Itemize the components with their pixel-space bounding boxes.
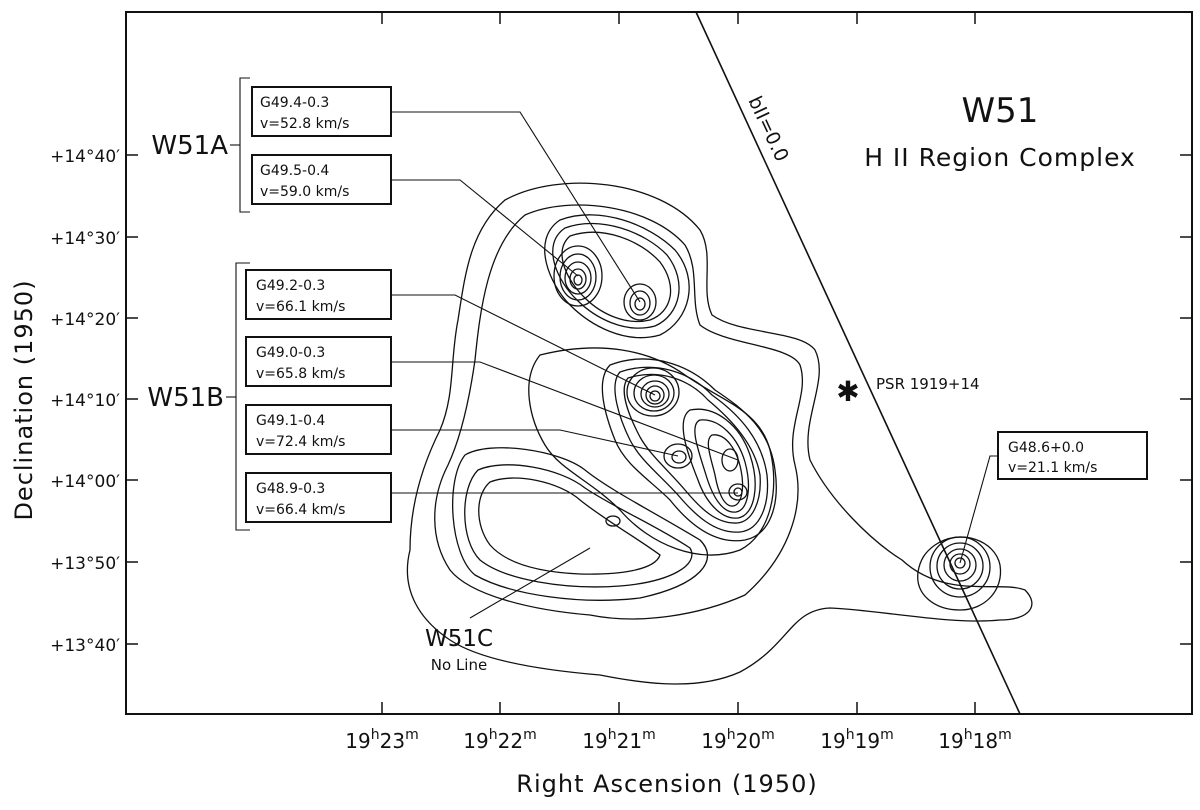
contour-peak: [929, 536, 991, 598]
contour: [434, 204, 804, 620]
y-tick-labels: +14°40′ +14°30′ +14°20′ +14°10′ +14°00′ …: [50, 147, 120, 656]
source-box-g49-1: G49.1-0.4 v=72.4 km/s: [245, 404, 392, 455]
contour: [601, 358, 777, 542]
plot-frame: [125, 11, 1193, 715]
contour-peak: [728, 483, 748, 501]
y-tick-label: +14°30′: [50, 229, 120, 249]
x-axis-title: Right Ascension (1950): [516, 770, 817, 798]
contour-peak: [564, 261, 592, 295]
contour-peak: [721, 448, 739, 472]
contour-peak: [553, 245, 603, 307]
contour-outer: [406, 182, 1033, 685]
contour-peak: [629, 290, 651, 316]
contour-peak: [640, 380, 670, 408]
pulsar-marker-icon: ✱: [836, 375, 859, 408]
w51a-label: W51A: [151, 131, 228, 161]
contour: [452, 447, 709, 601]
contour-peak: [634, 297, 646, 311]
contour-peak: [954, 557, 966, 569]
y-tick-label: +14°20′: [50, 310, 120, 330]
source-name: G48.6+0.0: [1008, 440, 1084, 456]
x-tick-label: 19h22m: [463, 727, 536, 753]
x-tick-label: 19h18m: [938, 727, 1011, 753]
w51b-label: W51B: [147, 383, 224, 413]
source-name: G49.2-0.3: [256, 278, 325, 294]
source-velocity: v=66.4 km/s: [256, 502, 345, 518]
x-tick-label: 19h20m: [701, 727, 774, 753]
source-box-g48-6: G48.6+0.0 v=21.1 km/s: [997, 431, 1148, 480]
x-tick-label: 19h21m: [582, 727, 655, 753]
contour-peak: [936, 542, 984, 590]
source-box-g49-4: G49.4-0.3 v=52.8 km/s: [251, 86, 392, 137]
contour: [682, 408, 756, 519]
figure-subtitle: H II Region Complex: [864, 143, 1136, 172]
contour-peak: [733, 487, 743, 497]
source-box-g48-9: G48.9-0.3 v=66.4 km/s: [245, 472, 392, 523]
source-name: G49.5-0.4: [260, 163, 329, 179]
w51a-bracket: [230, 77, 250, 213]
leader-lines: [391, 111, 998, 619]
source-velocity: v=65.8 km/s: [256, 366, 345, 382]
contour-peak: [663, 443, 693, 469]
x-tick-labels: 19h23m 19h22m 19h21m 19h20m 19h19m 19h18…: [345, 727, 1011, 753]
source-name: G49.1-0.4: [256, 413, 325, 429]
y-tick-label: +13°50′: [50, 554, 120, 574]
contour-peak: [633, 374, 675, 412]
w51b-bracket: [226, 262, 250, 531]
contour-peak: [559, 253, 597, 301]
contour: [528, 347, 775, 556]
y-tick-label: +14°00′: [50, 472, 120, 492]
radio-contours: [406, 182, 1033, 685]
y-tick-label: +14°40′: [50, 147, 120, 167]
contour-peak: [626, 367, 680, 417]
w51c-label: W51C: [425, 626, 493, 652]
source-name: G48.9-0.3: [256, 481, 325, 497]
contour-peak: [569, 268, 587, 290]
contour-peak: [573, 274, 583, 286]
contour-peak: [649, 390, 661, 402]
y-tick-label: +13°40′: [50, 636, 120, 656]
contour-peak: [949, 553, 971, 575]
x-tick-label: 19h19m: [820, 727, 893, 753]
y-tick-label: +14°10′: [50, 391, 120, 411]
source-box-g49-2: G49.2-0.3 v=66.1 km/s: [245, 269, 392, 320]
source-name: G49.4-0.3: [260, 95, 329, 111]
figure-title: W51: [962, 91, 1039, 131]
contour: [478, 477, 661, 575]
source-velocity: v=21.1 km/s: [1008, 460, 1097, 476]
contour-peak: [943, 548, 977, 582]
contour-peak: [671, 450, 687, 464]
contour: [623, 373, 761, 524]
w51c-note: No Line: [431, 656, 487, 674]
source-velocity: v=66.1 km/s: [256, 299, 345, 315]
x-ticks: [381, 12, 976, 714]
contour: [694, 419, 750, 513]
y-ticks: [126, 154, 1192, 645]
contour: [464, 464, 693, 588]
contour: [614, 366, 769, 533]
contour: [552, 222, 680, 329]
source-velocity: v=52.8 km/s: [260, 116, 349, 132]
source-velocity: v=59.0 km/s: [260, 184, 349, 200]
y-axis-title: Declination (1950): [10, 279, 38, 520]
source-name: G49.0-0.3: [256, 345, 325, 361]
contour: [917, 536, 1002, 611]
x-tick-label: 19h23m: [345, 727, 418, 753]
source-box-g49-0: G49.0-0.3 v=65.8 km/s: [245, 336, 392, 387]
contour-peak: [623, 283, 657, 321]
source-velocity: v=72.4 km/s: [256, 434, 345, 450]
galactic-plane-label: bII=0.0: [743, 93, 792, 165]
contour-peak: [645, 385, 665, 405]
contour: [605, 515, 621, 527]
source-box-g49-5: G49.5-0.4 v=59.0 km/s: [251, 154, 392, 205]
contour: [707, 434, 744, 507]
pulsar-label: PSR 1919+14: [876, 375, 980, 393]
